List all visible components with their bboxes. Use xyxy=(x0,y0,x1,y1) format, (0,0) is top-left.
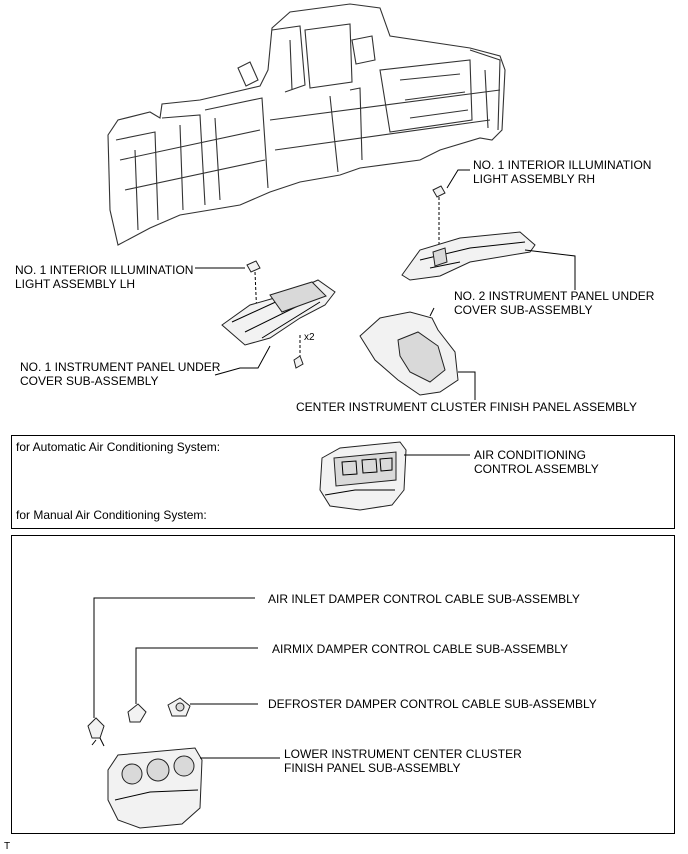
label-airmix-cable: AIRMIX DAMPER CONTROL CABLE SUB-ASSEMBLY xyxy=(272,642,569,656)
label-under-cover-no2: NO. 2 INSTRUMENT PANEL UNDER COVER SUB-A… xyxy=(454,289,655,317)
label-light-lh: NO. 1 INTERIOR ILLUMINATION LIGHT ASSEMB… xyxy=(15,263,194,291)
instrument-panel-reinforcement-drawing xyxy=(107,3,506,246)
label-ac-control: AIR CONDITIONING CONTROL ASSEMBLY xyxy=(474,448,599,476)
under-cover-no1-drawing xyxy=(214,279,336,376)
lower-finish-panel-drawing xyxy=(107,747,280,829)
interior-light-lh-drawing xyxy=(195,260,261,319)
label-automatic-ac: for Automatic Air Conditioning System: xyxy=(16,440,221,454)
ac-control-assembly-drawing xyxy=(319,441,470,511)
label-light-rh: NO. 1 INTERIOR ILLUMINATION LIGHT ASSEMB… xyxy=(473,158,652,186)
center-finish-panel-drawing xyxy=(359,307,476,400)
label-center-finish-panel: CENTER INSTRUMENT CLUSTER FINISH PANEL A… xyxy=(296,400,637,414)
label-lower-finish-panel: LOWER INSTRUMENT CENTER CLUSTER FINISH P… xyxy=(284,747,522,775)
airmix-cable-drawing xyxy=(127,647,258,723)
automatic-ac-section-box xyxy=(11,435,675,529)
label-under-cover-no1: NO. 1 INSTRUMENT PANEL UNDER COVER SUB-A… xyxy=(20,360,221,388)
label-defroster-cable: DEFROSTER DAMPER CONTROL CABLE SUB-ASSEM… xyxy=(268,697,597,711)
manual-ac-section-box xyxy=(11,535,675,834)
label-air-inlet-cable: AIR INLET DAMPER CONTROL CABLE SUB-ASSEM… xyxy=(268,592,580,606)
under-cover-no2-drawing xyxy=(401,231,576,290)
label-x2: x2 xyxy=(304,332,315,343)
interior-light-rh-drawing xyxy=(432,169,470,252)
air-inlet-cable-drawing xyxy=(87,597,255,747)
defroster-cable-drawing xyxy=(167,697,258,717)
label-manual-ac: for Manual Air Conditioning System: xyxy=(16,508,207,522)
corner-mark: T xyxy=(4,841,11,852)
